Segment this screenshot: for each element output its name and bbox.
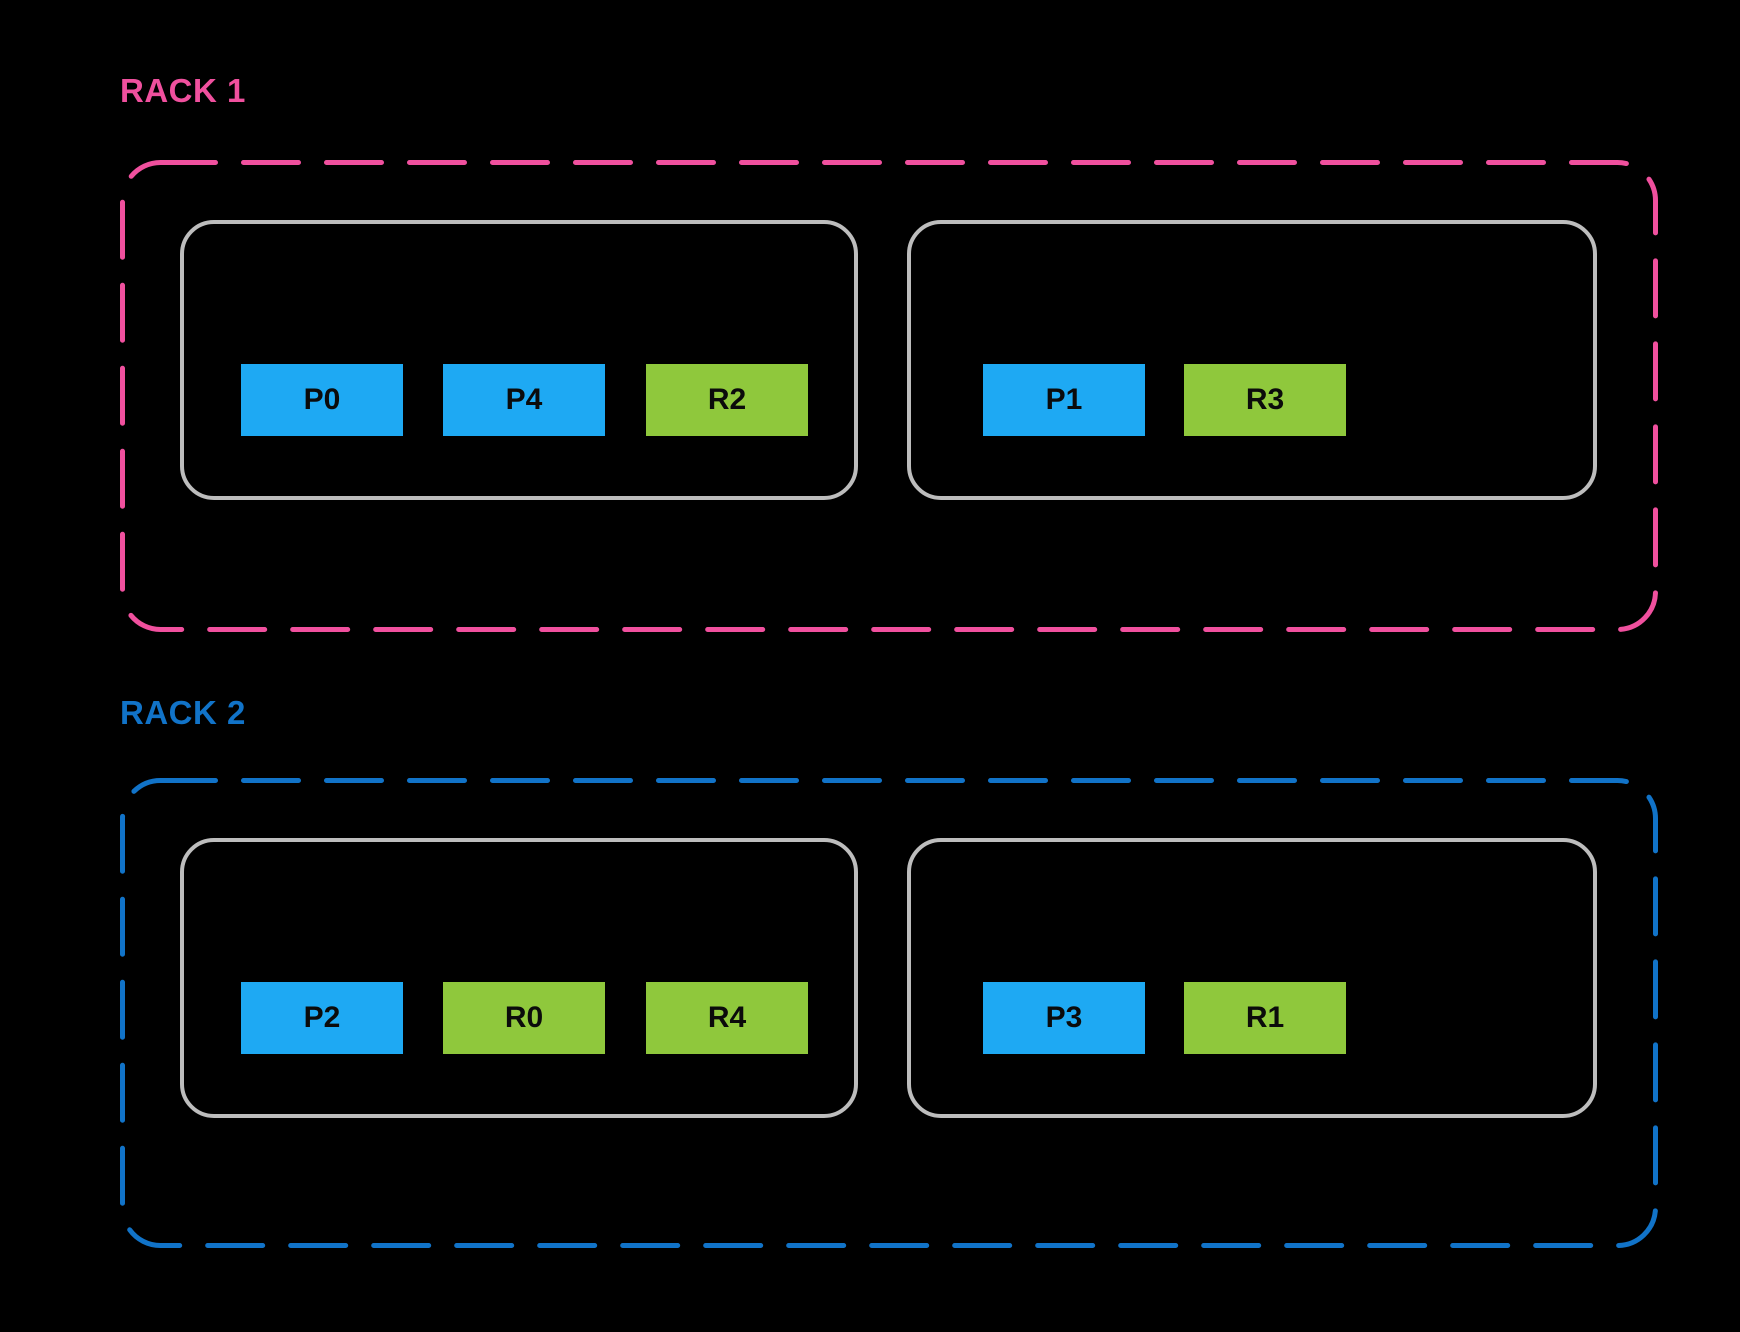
shard-slot-p3: P3 [983, 982, 1145, 1054]
rack-2-container: P2 R0 R4 P3 R1 [120, 778, 1658, 1248]
shard-slot-r4: R4 [646, 982, 808, 1054]
rack-1-dashed-border [120, 160, 1658, 632]
rack-1-node-2: P1 R3 [907, 220, 1597, 500]
shard-slot-r2: R2 [646, 364, 808, 436]
shard-slot-p0: P0 [241, 364, 403, 436]
shard-slot-r3: R3 [1184, 364, 1346, 436]
rack-2-node-2: P3 R1 [907, 838, 1597, 1118]
rack-2-node-1: P2 R0 R4 [180, 838, 858, 1118]
rack-2-label: RACK 2 [120, 694, 246, 731]
rack-1-node-1: P0 P4 R2 [180, 220, 858, 500]
rack-1-label: RACK 1 [120, 72, 246, 109]
rack-2-dashed-border [120, 778, 1658, 1248]
shard-slot-r1: R1 [1184, 982, 1346, 1054]
shard-slot-p4: P4 [443, 364, 605, 436]
shard-slot-p1: P1 [983, 364, 1145, 436]
shard-slot-r0: R0 [443, 982, 605, 1054]
shard-slot-p2: P2 [241, 982, 403, 1054]
rack-1-container: P0 P4 R2 P1 R3 [120, 160, 1658, 632]
